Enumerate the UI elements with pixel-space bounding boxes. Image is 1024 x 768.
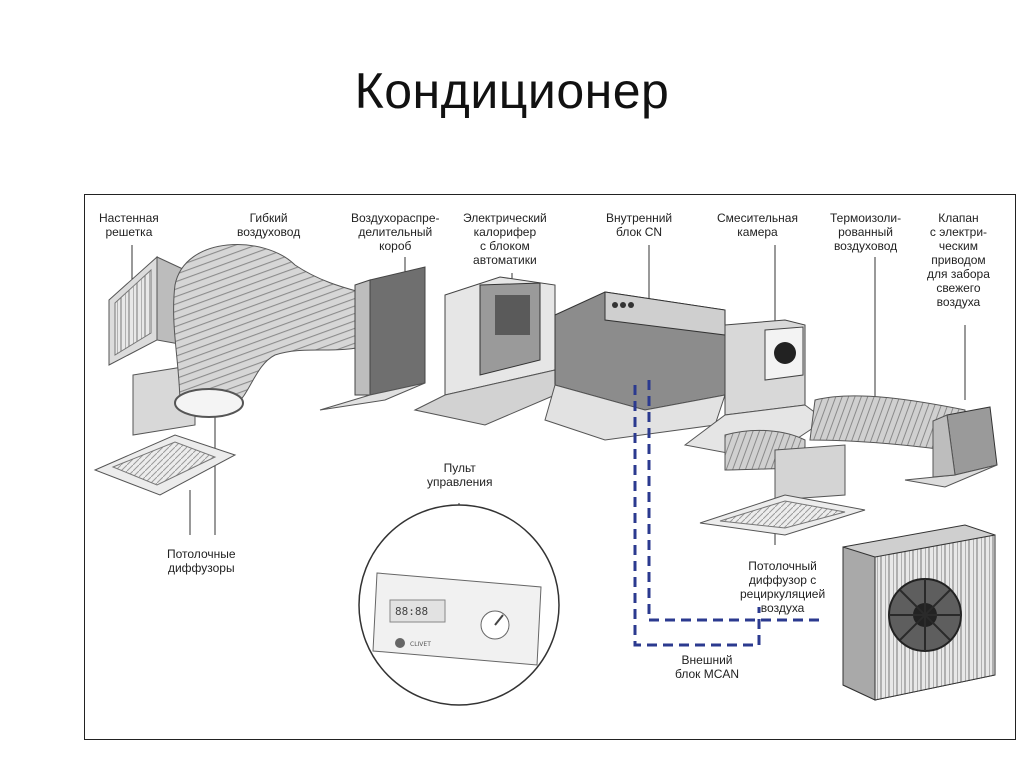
control-wiring (633, 380, 825, 647)
remote-brand: CLIVET (410, 641, 431, 648)
diagram-frame: 88:88 CLIVET Настенная решетка Гибкий во… (84, 194, 1016, 740)
label-recirc-diffuser: Потолочный диффузор с рециркуляцией возд… (740, 559, 826, 615)
slide-title: Кондиционер (354, 63, 670, 119)
outdoor-unit-component (842, 524, 996, 701)
svg-text:88:88: 88:88 (395, 605, 428, 618)
label-fresh-air-valve: Клапан с электри- ческим приводом для за… (927, 211, 990, 309)
indoor-unit-component (544, 291, 726, 441)
label-wall-grille: Настенная решетка (99, 211, 159, 239)
label-indoor-unit: Внутренний блок CN (606, 211, 673, 239)
recirc-diffuser-component (699, 444, 866, 536)
hvac-system-illustration: 88:88 (93, 244, 998, 706)
label-outdoor-unit: Внешний блок MCAN (675, 653, 740, 681)
fresh-air-valve-component (904, 406, 998, 488)
control-panel-component: 88:88 (358, 504, 560, 706)
label-distribution-box: Воздухораспре- делительный короб (351, 211, 440, 253)
label-electric-heater: Электрический калорифер с блоком автомат… (463, 211, 547, 267)
flexible-duct-component (173, 244, 371, 418)
label-ceiling-diffusers: Потолочные диффузоры (167, 547, 236, 575)
label-flexible-duct: Гибкий воздуховод (237, 211, 301, 239)
label-control-panel: Пульт управления (427, 461, 493, 489)
label-insulated-duct: Термоизоли- рованный воздуховод (830, 211, 902, 253)
electric-heater-component (413, 276, 556, 426)
distribution-box-component (319, 266, 426, 411)
label-mixing-chamber: Смесительная камера (717, 211, 798, 239)
